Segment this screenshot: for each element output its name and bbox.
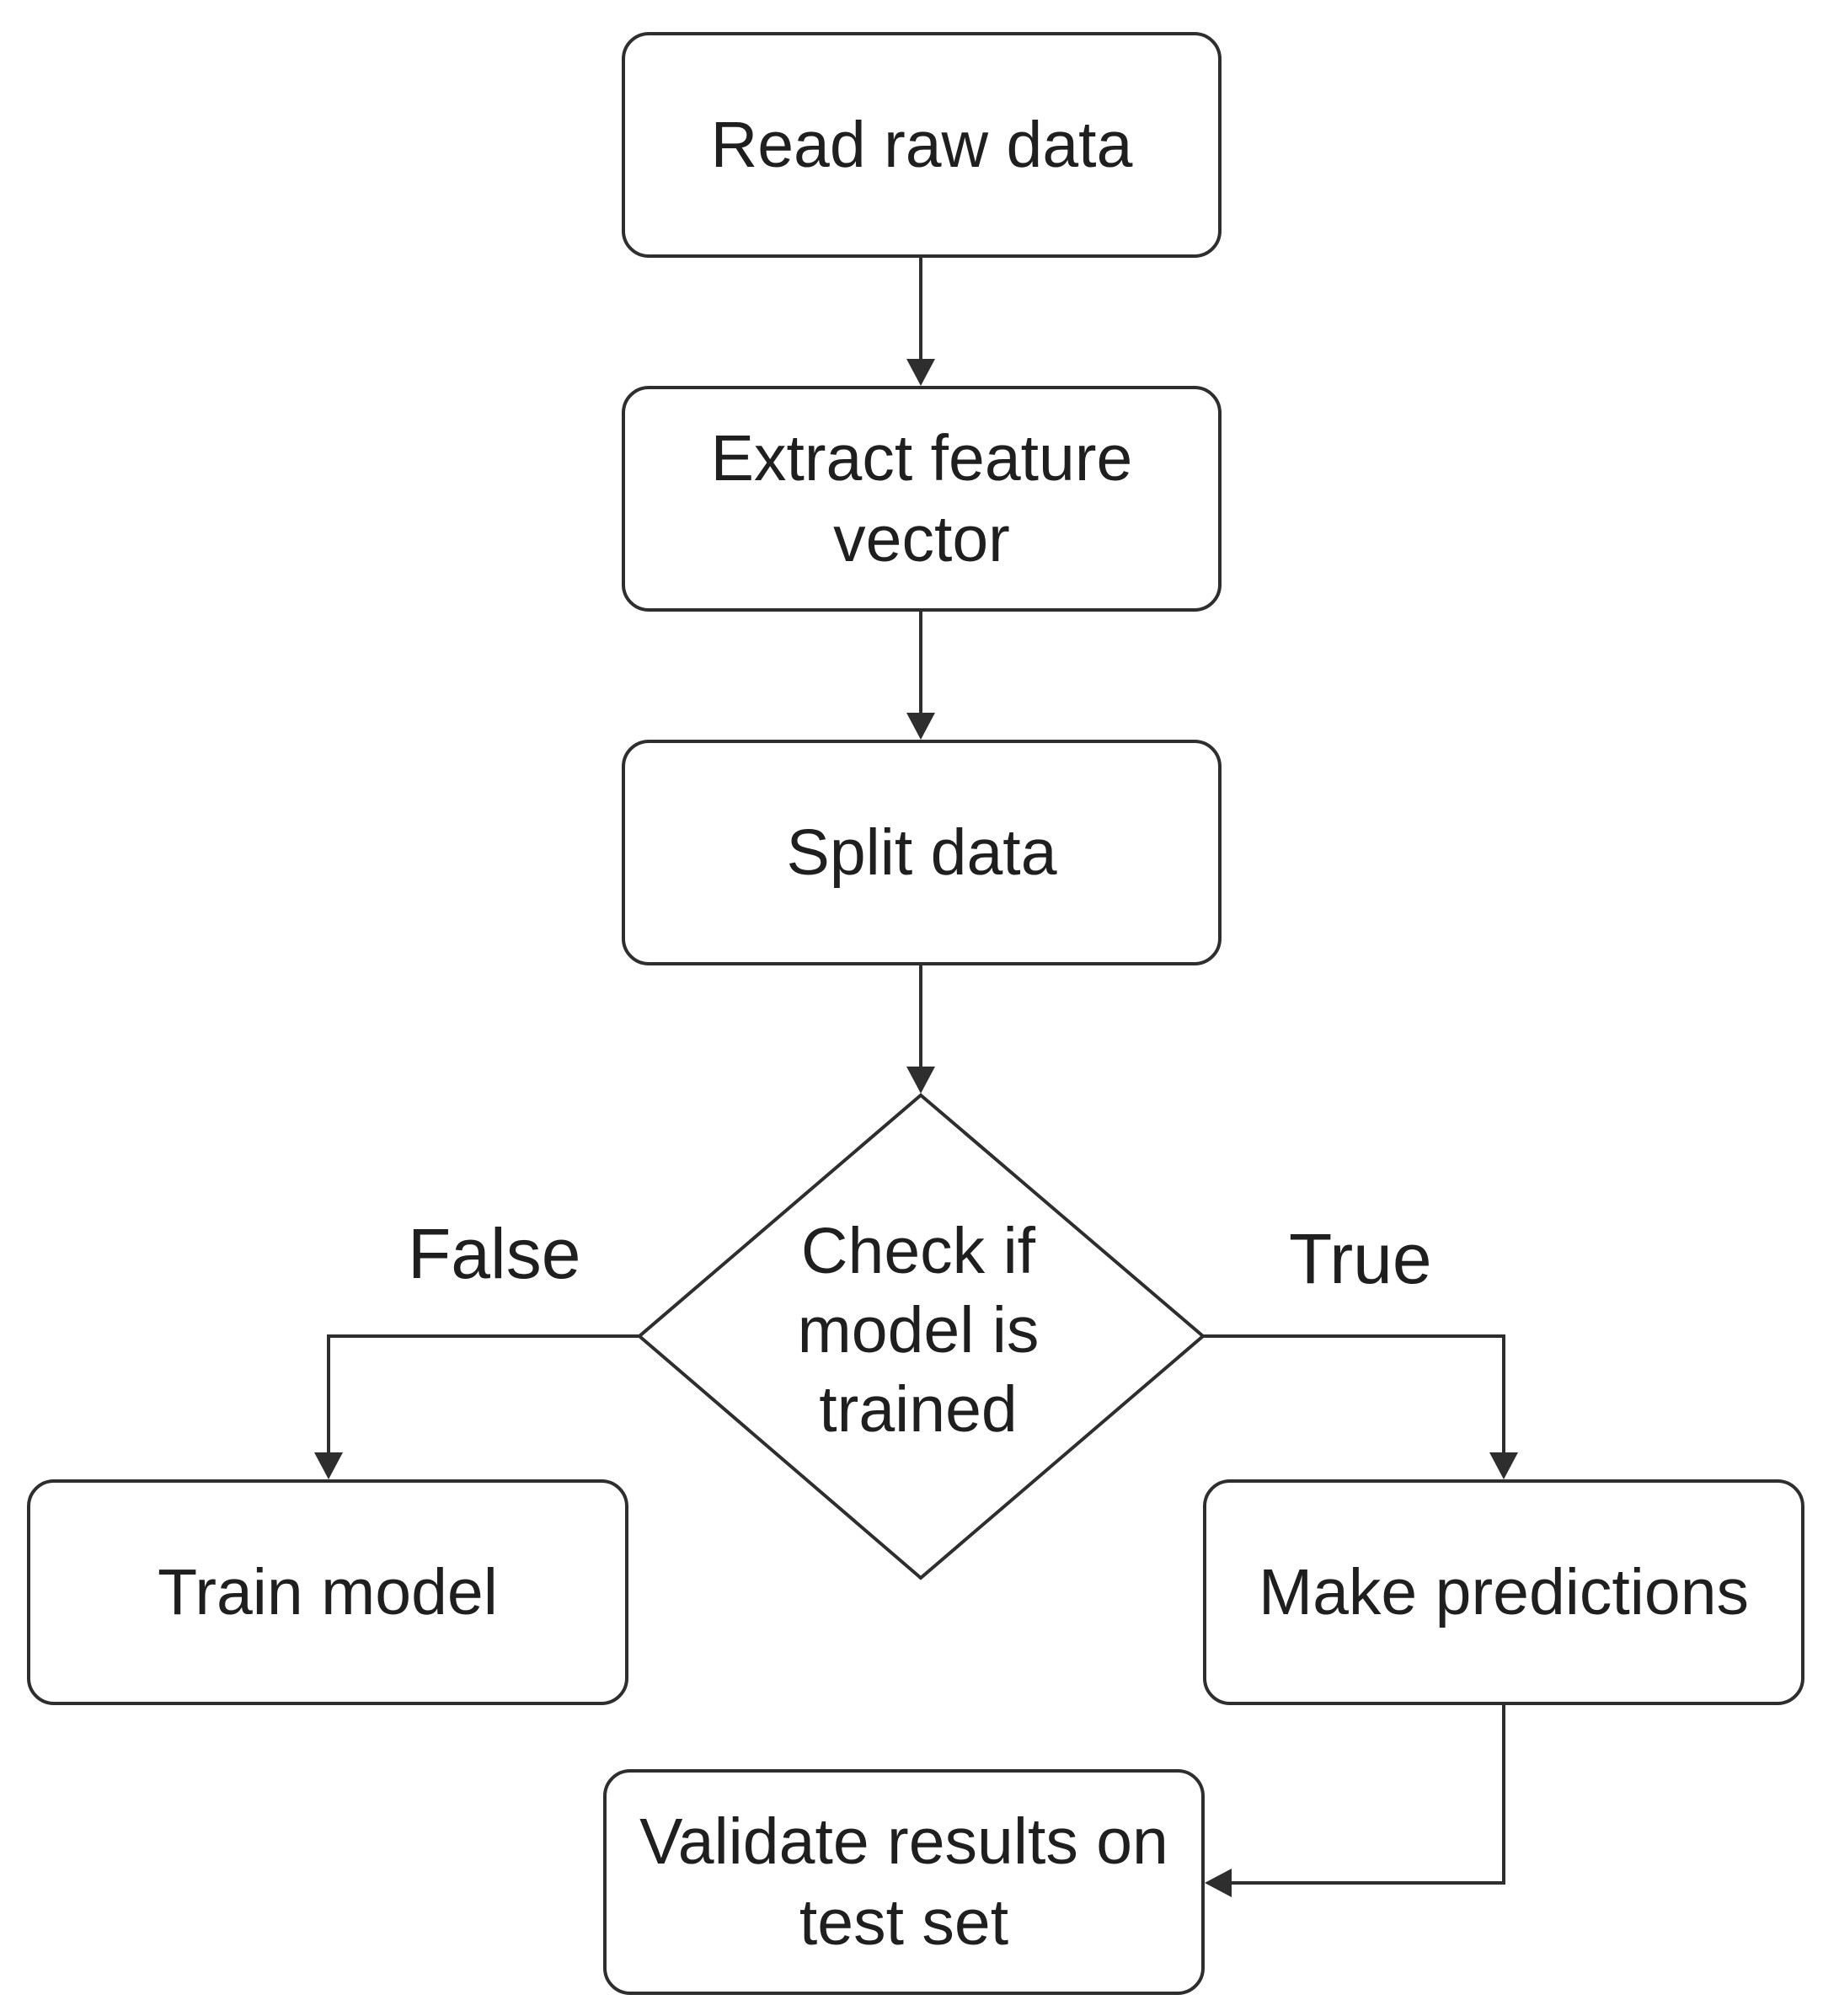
- node-make-predictions-label: Make predictions: [1258, 1556, 1750, 1628]
- arrow-true-to-predict: [1203, 1334, 1518, 1479]
- arrow-extract-to-split: [906, 612, 935, 740]
- node-extract-feature-vector: Extract feature vector: [622, 386, 1222, 612]
- branch-label-true: True: [1289, 1219, 1432, 1298]
- arrow-split-to-check: [906, 965, 935, 1094]
- decision-label: Check if model is trained: [797, 1215, 1040, 1446]
- arrow-false-to-train: [314, 1334, 639, 1479]
- node-train-model-label: Train model: [158, 1556, 498, 1628]
- arrow-predict-to-validate: [1205, 1705, 1505, 1897]
- node-validate-results-label: Validate results on test set: [639, 1805, 1168, 1959]
- node-split-data-label: Split data: [786, 816, 1057, 889]
- node-make-predictions: Make predictions: [1203, 1479, 1804, 1705]
- node-read-raw-data: Read raw data: [622, 32, 1222, 258]
- branch-label-false: False: [408, 1214, 581, 1293]
- node-read-raw-data-label: Read raw data: [710, 109, 1133, 181]
- node-split-data: Split data: [622, 740, 1222, 965]
- decision-diamond: [636, 1093, 1206, 1580]
- arrow-read-to-extract: [906, 258, 935, 386]
- node-validate-results: Validate results on test set: [603, 1769, 1205, 1995]
- node-extract-feature-vector-label: Extract feature vector: [710, 422, 1133, 575]
- node-train-model: Train model: [27, 1479, 628, 1705]
